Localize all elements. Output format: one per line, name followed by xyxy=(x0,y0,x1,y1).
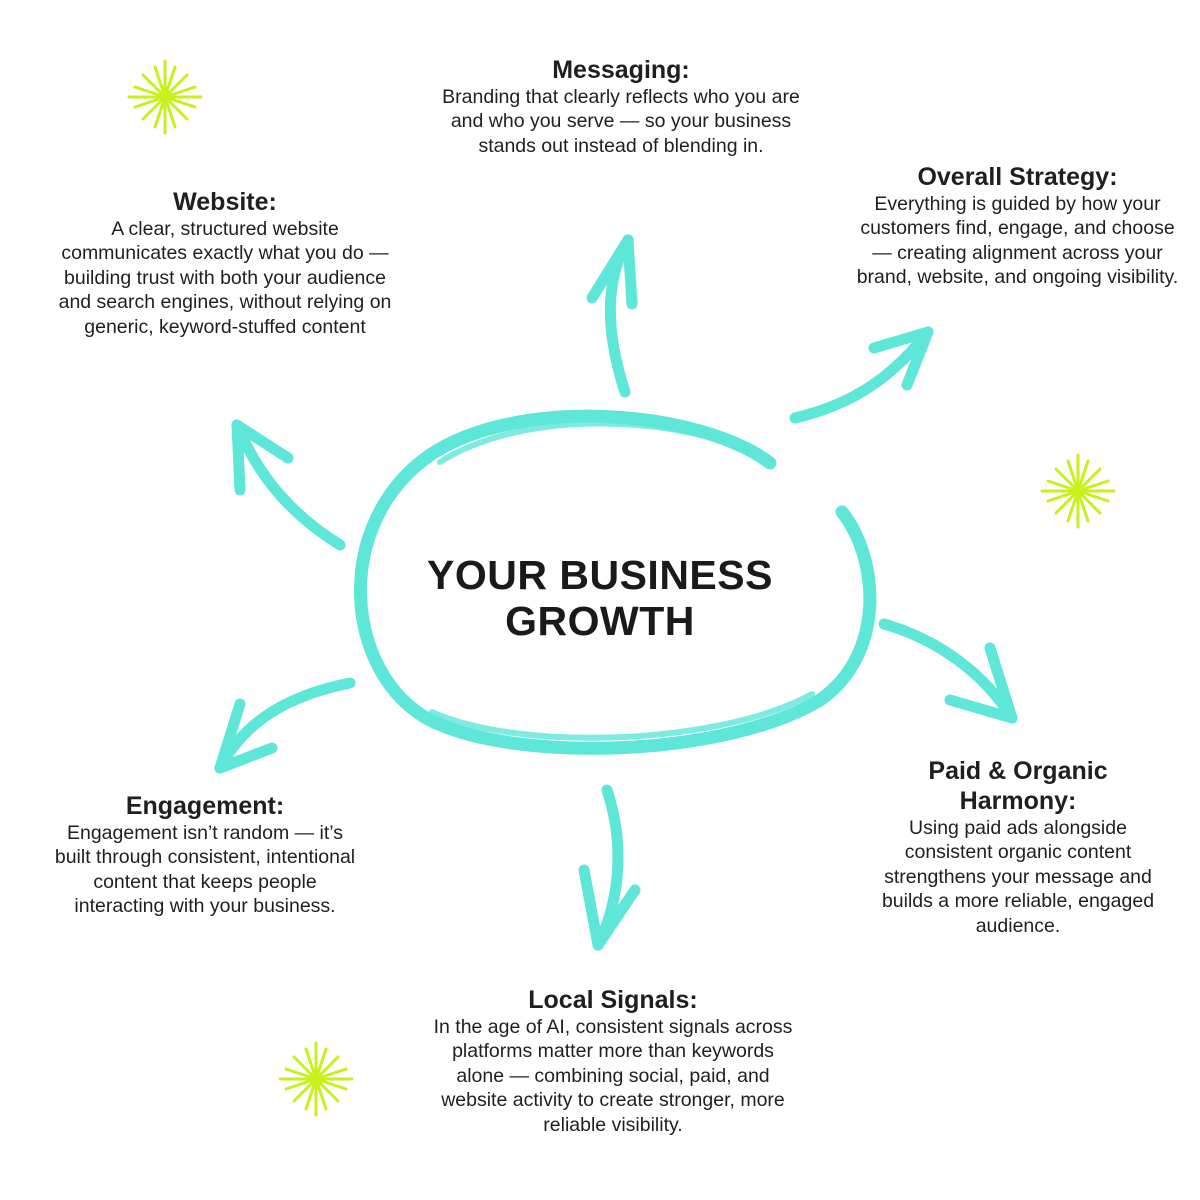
arrow-paid-organic xyxy=(878,618,1018,724)
node-website: Website: A clear, structured website com… xyxy=(55,187,395,339)
sparkle-icon xyxy=(1040,453,1116,529)
node-title: Overall Strategy: xyxy=(917,163,1118,191)
center-ellipse xyxy=(354,409,877,755)
node-title: Paid & Organic Harmony: xyxy=(928,757,1108,815)
node-engagement: Engagement: Engagement isn’t random — it… xyxy=(50,791,360,919)
arrow-messaging xyxy=(586,234,638,398)
arrow-website xyxy=(231,419,346,551)
node-paid-organic: Paid & Organic Harmony: Using paid ads a… xyxy=(878,756,1158,938)
node-body: In the age of AI, consistent signals acr… xyxy=(433,1016,793,1136)
node-body: Everything is guided by how your custome… xyxy=(856,193,1179,289)
node-messaging: Messaging: Branding that clearly reflect… xyxy=(426,55,816,158)
node-body: Branding that clearly reflects who you a… xyxy=(442,86,800,157)
sparkle-icon xyxy=(278,1041,354,1117)
node-body: Using paid ads alongside consistent orga… xyxy=(881,817,1155,937)
node-local-signals: Local Signals: In the age of AI, consist… xyxy=(428,985,798,1137)
node-body: A clear, structured website communicates… xyxy=(58,218,392,338)
center-title: YOUR BUSINESS GROWTH xyxy=(427,552,773,644)
node-title: Website: xyxy=(173,188,277,216)
arrow-local-signals xyxy=(578,784,641,951)
node-title: Engagement: xyxy=(125,792,285,820)
node-title: Messaging: xyxy=(552,56,690,84)
arrow-engagement xyxy=(214,677,356,774)
node-body: Engagement isn’t random — it’s built thr… xyxy=(54,822,356,918)
node-overall-strategy: Overall Strategy: Everything is guided b… xyxy=(850,162,1185,290)
sparkle-icon xyxy=(127,59,203,135)
node-title: Local Signals: xyxy=(528,986,698,1014)
arrow-overall-strategy xyxy=(789,326,934,424)
